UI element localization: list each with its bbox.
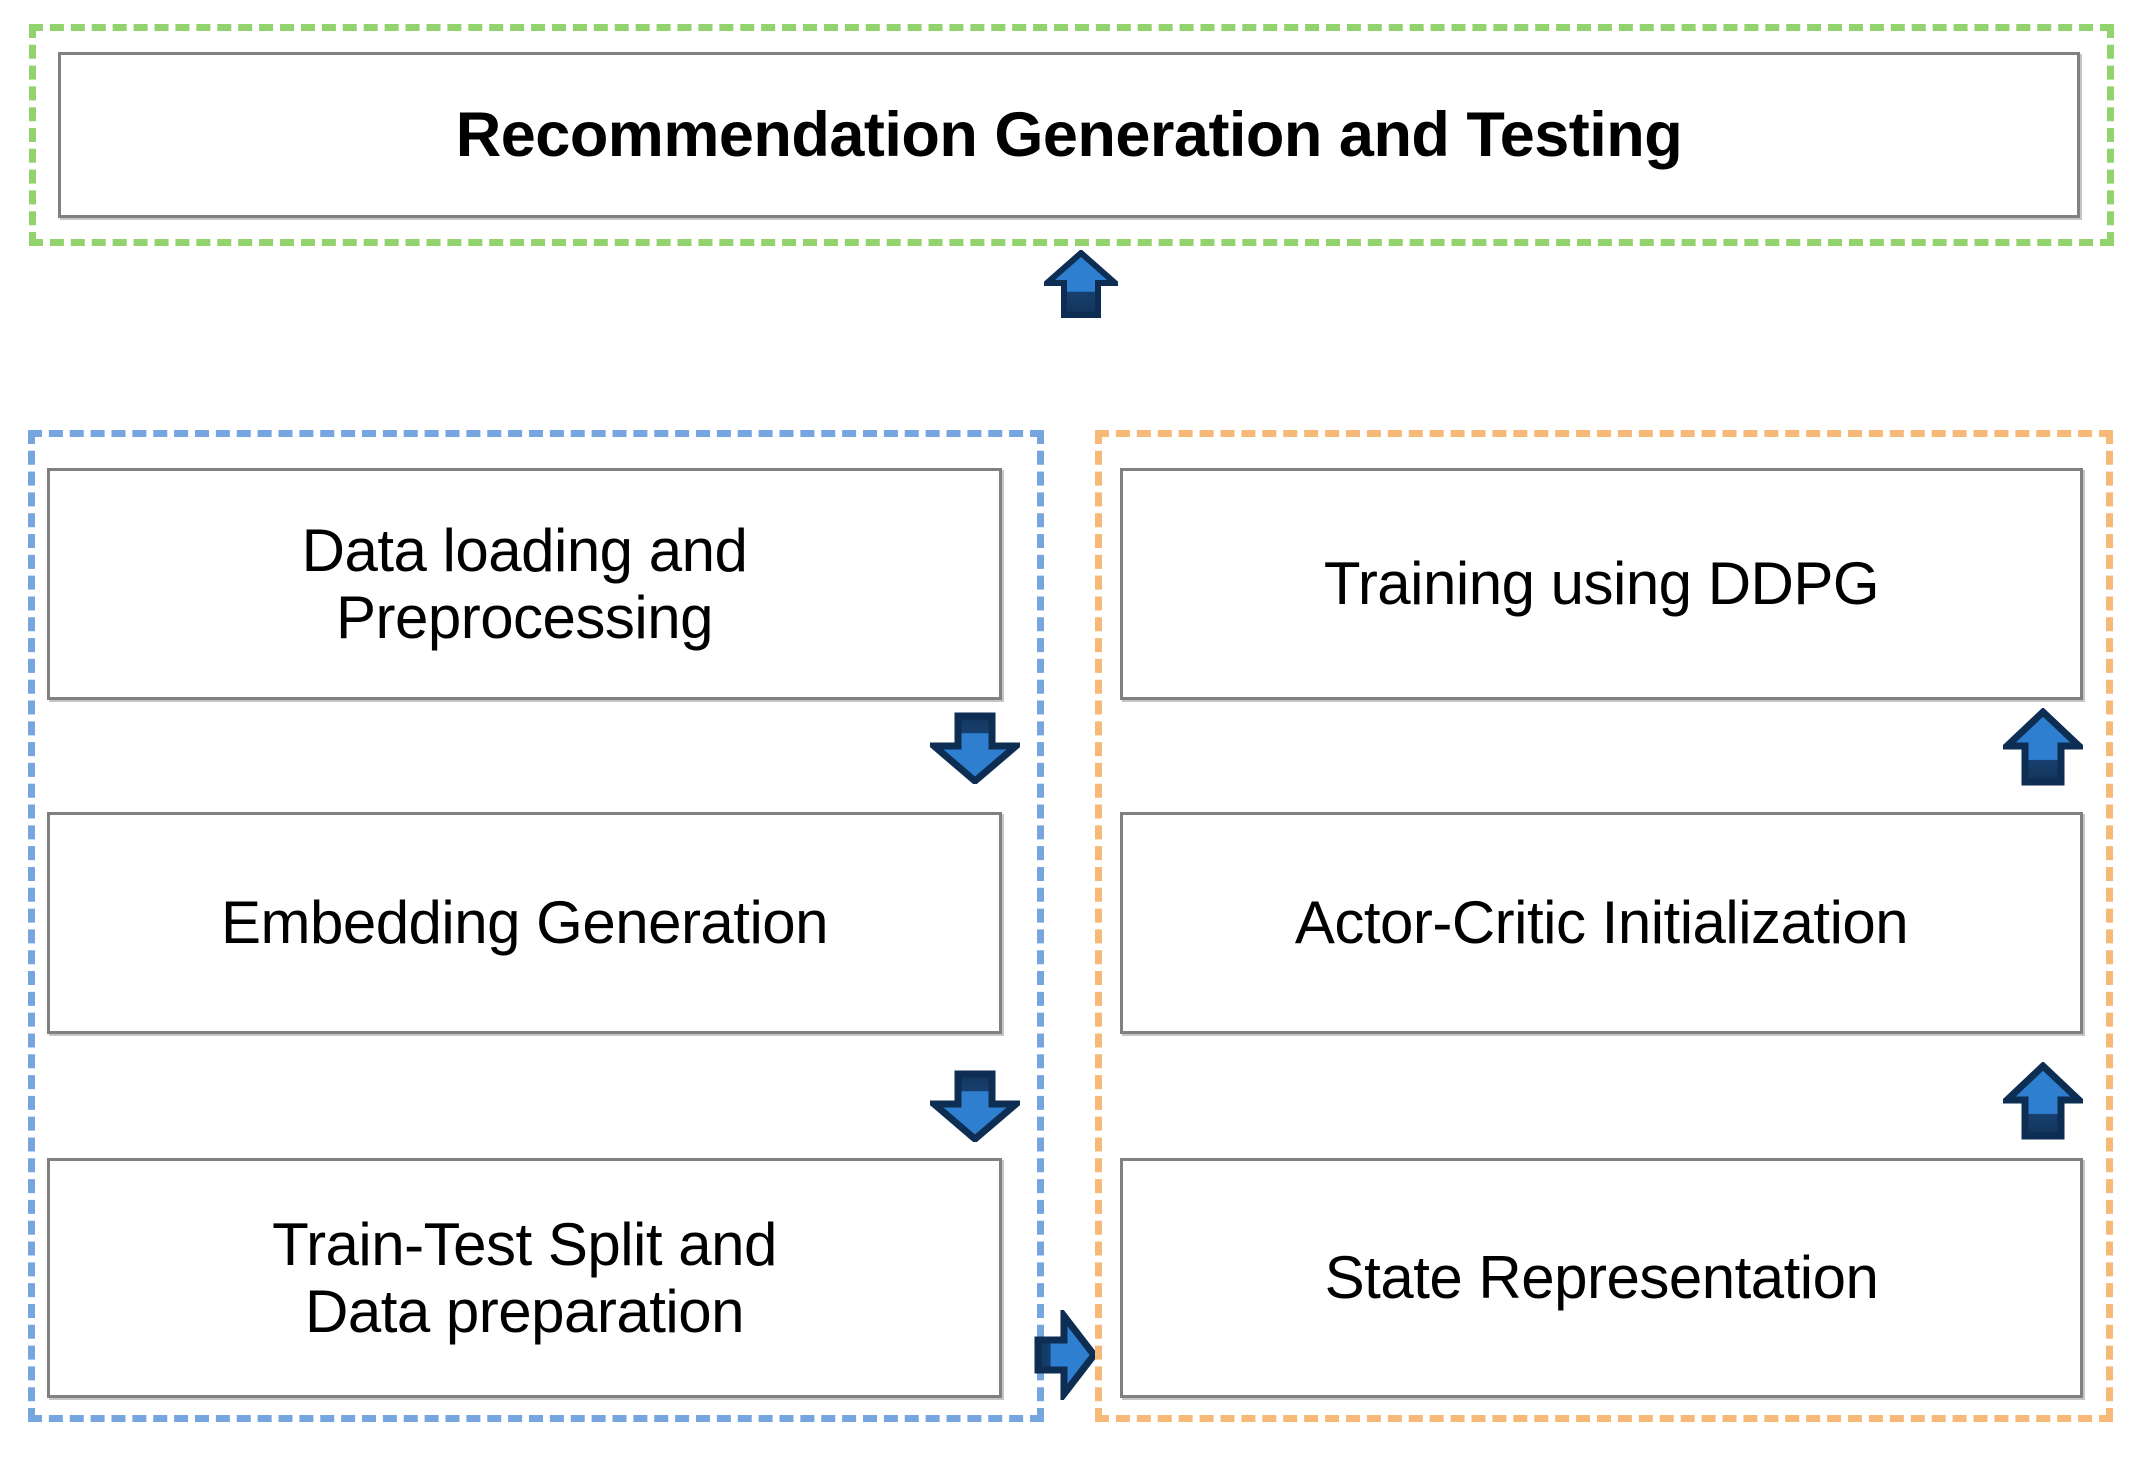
arrow-up-actor-critic-to-training-icon: [2003, 708, 2083, 786]
node-data-loading-and-preprocessing[interactable]: Data loading and Preprocessing: [47, 468, 1002, 700]
node-embedding-generation[interactable]: Embedding Generation: [47, 812, 1002, 1034]
node-state-representation[interactable]: State Representation: [1120, 1158, 2083, 1398]
node-label: Embedding Generation: [220, 889, 829, 957]
group-reinforcement-learning: [1095, 430, 2113, 1422]
arrow-down-loading-to-embedding-icon: [930, 712, 1020, 784]
group-recommendation: [29, 24, 2114, 246]
node-label: Recommendation Generation and Testing: [455, 99, 1683, 170]
arrow-up-state-to-actor-critic-icon: [2003, 1062, 2083, 1140]
node-actor-critic-initialization[interactable]: Actor-Critic Initialization: [1120, 812, 2083, 1034]
node-label: Train-Test Split and Data preparation: [272, 1210, 777, 1345]
node-train-test-split-and-data-preparation[interactable]: Train-Test Split and Data preparation: [47, 1158, 1002, 1398]
arrow-right-split-to-state-icon: [1034, 1310, 1098, 1400]
arrow-down-embedding-to-split-icon: [930, 1070, 1020, 1142]
group-data-pipeline: [28, 430, 1044, 1422]
node-label: State Representation: [1324, 1244, 1879, 1312]
node-label: Actor-Critic Initialization: [1294, 889, 1909, 957]
arrow-up-to-recommendation-icon: [1044, 250, 1118, 318]
node-recommendation-generation-and-testing[interactable]: Recommendation Generation and Testing: [58, 52, 2080, 218]
node-training-using-ddpg[interactable]: Training using DDPG: [1120, 468, 2083, 700]
node-label: Data loading and Preprocessing: [301, 516, 748, 651]
node-label: Training using DDPG: [1323, 550, 1880, 618]
